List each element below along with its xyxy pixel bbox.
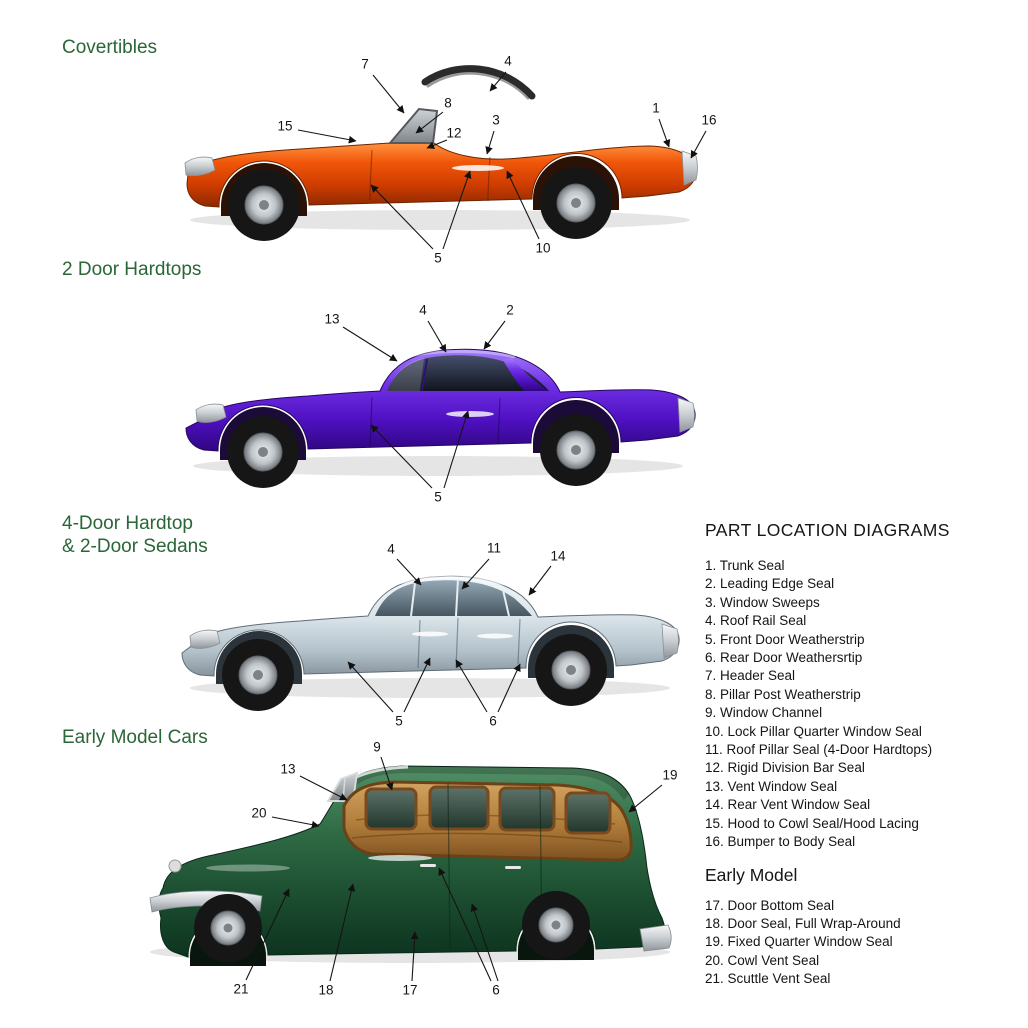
legend-item: 9. Window Channel (705, 705, 823, 721)
legend-item: 6. Rear Door Weathersrtip (705, 650, 863, 666)
legend-item: 19. Fixed Quarter Window Seal (705, 934, 893, 950)
legend-item: 14. Rear Vent Window Seal (705, 797, 871, 813)
legend-panel: PART LOCATION DIAGRAMS 1. Trunk Seal 2. L… (705, 520, 1010, 989)
legend-item: 21. Scuttle Vent Seal (705, 971, 831, 987)
legend-item: 11. Roof Pillar Seal (4-Door Hardtops) (705, 742, 933, 758)
legend-item: 13. Vent Window Seal (705, 778, 838, 794)
legend-item: 10. Lock Pillar Quarter Window Seal (705, 723, 922, 739)
wagon-car (149, 765, 672, 966)
legend-item: 2. Leading Edge Seal (705, 576, 835, 592)
convertible-car (184, 65, 698, 241)
legend-item: 8. Pillar Post Weatherstrip (705, 686, 861, 702)
section-title-4-door-hardtop-sedans: 4-Door Hardtop & 2-Door Sedans (62, 513, 208, 558)
legend-item: 4. Roof Rail Seal (705, 613, 807, 629)
sedan-car (181, 575, 680, 711)
legend-item: 3. Window Sweeps (705, 594, 820, 610)
legend-title: PART LOCATION DIAGRAMS (705, 520, 950, 540)
legend-list-early: 17. Door Bottom Seal 18. Door Seal, Full … (705, 897, 1010, 989)
legend-item: 7. Header Seal (705, 668, 796, 684)
legend-item: 20. Cowl Vent Seal (705, 952, 820, 968)
legend-subtitle: Early Model (705, 864, 798, 885)
legend-item: 5. Front Door Weatherstrip (705, 631, 865, 647)
legend-item: 16. Bumper to Body Seal (705, 834, 856, 850)
legend-item: 12. Rigid Division Bar Seal (705, 760, 865, 776)
hardtop-car (185, 348, 696, 488)
legend-item: 18. Door Seal, Full Wrap-Around (705, 915, 901, 931)
section-title-2-door-hardtops: 2 Door Hardtops (62, 259, 202, 280)
legend-item: 17. Door Bottom Seal (705, 897, 835, 913)
section-title-convertibles: Covertibles (62, 37, 158, 58)
legend-item: 15. Hood to Cowl Seal/Hood Lacing (705, 815, 919, 831)
section-title-early-model-cars: Early Model Cars (62, 727, 208, 748)
legend-list-main: 1. Trunk Seal 2. Leading Edge Seal 3. Wind… (705, 557, 1010, 852)
legend-item: 1. Trunk Seal (705, 558, 785, 573)
